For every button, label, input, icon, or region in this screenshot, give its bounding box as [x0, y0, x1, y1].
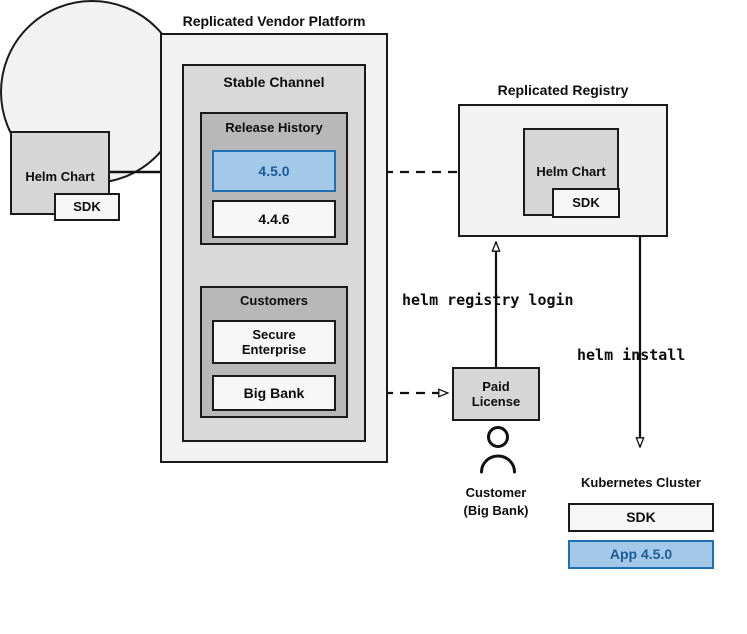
stable-channel-title: Stable Channel: [223, 74, 325, 90]
customer-name-line1: Big Bank: [243, 384, 305, 401]
customer-name-wrap: Secure Enterprise: [242, 327, 306, 358]
customer-name-line1: Secure: [252, 326, 296, 342]
source-sdk-label: SDK: [73, 199, 101, 215]
command-helm-install: helm install: [577, 346, 686, 364]
customer-caption-line2: (Big Bank): [463, 502, 529, 518]
release-item-4-5-0[interactable]: 4.5.0: [212, 150, 336, 192]
kubernetes-cluster-title: Kubernetes Cluster: [581, 475, 701, 490]
release-version-label: 4.4.6: [258, 210, 290, 227]
paid-license-line2: License: [471, 394, 521, 409]
release-version-label: 4.5.0: [258, 162, 290, 179]
release-item-4-4-6[interactable]: 4.4.6: [212, 200, 336, 238]
registry-sdk-box: SDK: [552, 188, 620, 218]
source-sdk-box: SDK: [54, 193, 120, 221]
customers-title: Customers: [240, 293, 308, 308]
registry-title: Replicated Registry: [497, 82, 629, 98]
customer-caption: Customer (Big Bank): [432, 484, 560, 519]
cluster-component-sdk: SDK: [568, 503, 714, 532]
command-helm-registry-login: helm registry login: [402, 291, 574, 309]
paid-license-line1: Paid: [482, 378, 510, 394]
customer-caption-line1: Customer: [465, 485, 527, 500]
paid-license-box: Paid License: [452, 367, 540, 421]
customer-item-secure-enterprise[interactable]: Secure Enterprise: [212, 320, 336, 364]
registry-helm-chart-label: Helm Chart: [536, 164, 606, 179]
cluster-component-app: App 4.5.0: [568, 540, 714, 569]
cluster-component-label: App 4.5.0: [609, 546, 673, 563]
cluster-component-label: SDK: [626, 509, 656, 526]
person-icon: [480, 426, 516, 474]
customer-name-line2: Enterprise: [241, 342, 307, 357]
source-helm-chart-label: Helm Chart: [25, 169, 95, 184]
customer-item-big-bank[interactable]: Big Bank: [212, 375, 336, 411]
registry-sdk-label: SDK: [572, 195, 600, 211]
release-history-title: Release History: [225, 120, 323, 135]
paid-license-text: Paid License: [472, 379, 520, 410]
platform-title: Replicated Vendor Platform: [182, 13, 366, 29]
